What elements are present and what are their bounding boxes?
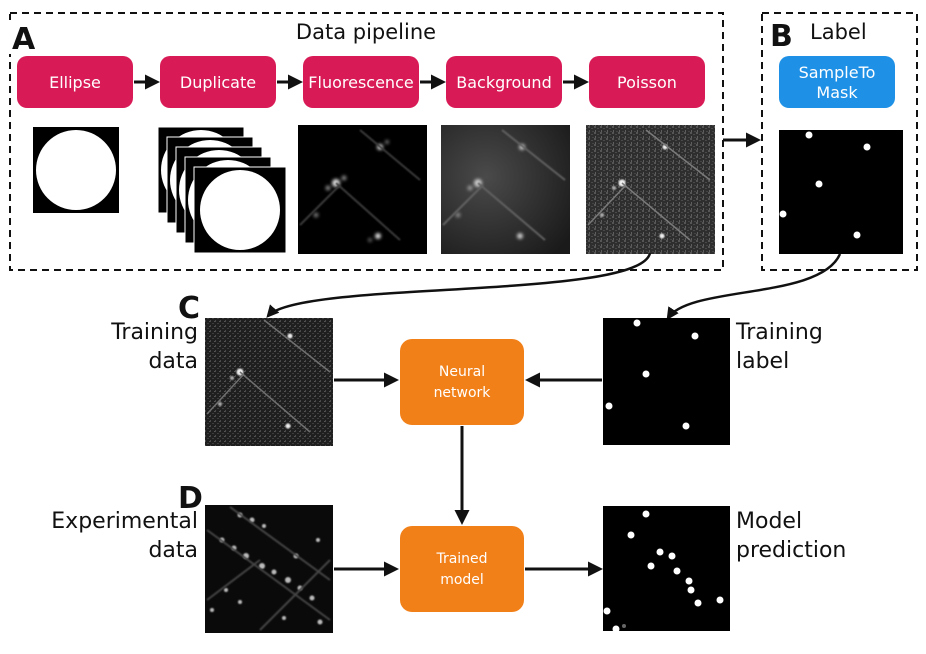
trained-model-line2: model bbox=[440, 572, 484, 588]
ellipse-image bbox=[33, 127, 119, 213]
fluorescence-image bbox=[298, 125, 427, 254]
model-prediction-label-line2: prediction bbox=[736, 538, 846, 563]
neural-network-box: Neural network bbox=[400, 339, 524, 425]
pipeline-step-label: Duplicate bbox=[180, 73, 256, 92]
experimental-data-image bbox=[205, 505, 333, 633]
trained-model-line1: Trained bbox=[435, 551, 487, 567]
pipeline-step-poisson: Poisson bbox=[589, 56, 705, 108]
training-label-image bbox=[603, 318, 730, 445]
pipeline-step-fluorescence: Fluorescence bbox=[303, 56, 419, 108]
background-image bbox=[441, 125, 570, 254]
training-label-label-line1: Training bbox=[735, 320, 823, 345]
neural-network-line1: Neural bbox=[439, 364, 485, 380]
panel-b-letter: B bbox=[770, 19, 793, 54]
model-prediction-image bbox=[603, 506, 730, 633]
experimental-data-label-line2: data bbox=[148, 538, 198, 563]
panel-a-title: Data pipeline bbox=[296, 20, 436, 44]
panel-d-letter: D bbox=[178, 481, 203, 516]
panel-b-frame bbox=[761, 12, 918, 271]
panel-a-letter: A bbox=[12, 22, 36, 57]
label-step-sampletomask: SampleTo Mask bbox=[779, 56, 895, 108]
neural-network-line2: network bbox=[434, 385, 492, 401]
training-label-label-line2: label bbox=[736, 349, 789, 374]
arrow-mask-to-training-label bbox=[666, 253, 842, 321]
pipeline-step-background: Background bbox=[446, 56, 562, 108]
label-mask-image bbox=[779, 130, 903, 254]
label-step-line1: SampleTo bbox=[799, 63, 876, 82]
training-data-label-line1: Training bbox=[110, 320, 198, 345]
pipeline-step-label: Fluorescence bbox=[308, 73, 413, 92]
training-data-label-line2: data bbox=[148, 349, 198, 374]
trained-model-box: Trained model bbox=[400, 526, 524, 612]
pipeline-step-ellipse: Ellipse bbox=[17, 56, 133, 108]
label-step-line2: Mask bbox=[816, 83, 858, 102]
pipeline-step-duplicate: Duplicate bbox=[160, 56, 276, 108]
duplicate-stack-image bbox=[157, 126, 287, 254]
panel-b-title: Label bbox=[810, 20, 867, 44]
pipeline-step-label: Ellipse bbox=[49, 73, 101, 92]
pipeline-step-label: Poisson bbox=[617, 73, 677, 92]
panel-c-letter: C bbox=[178, 291, 200, 326]
pipeline-step-label: Background bbox=[456, 73, 551, 92]
poisson-image bbox=[586, 125, 715, 254]
model-prediction-label-line1: Model bbox=[736, 509, 802, 534]
experimental-data-label-line1: Experimental bbox=[51, 509, 198, 534]
arrow-poisson-to-training-data bbox=[266, 252, 652, 318]
training-data-image bbox=[205, 318, 333, 446]
